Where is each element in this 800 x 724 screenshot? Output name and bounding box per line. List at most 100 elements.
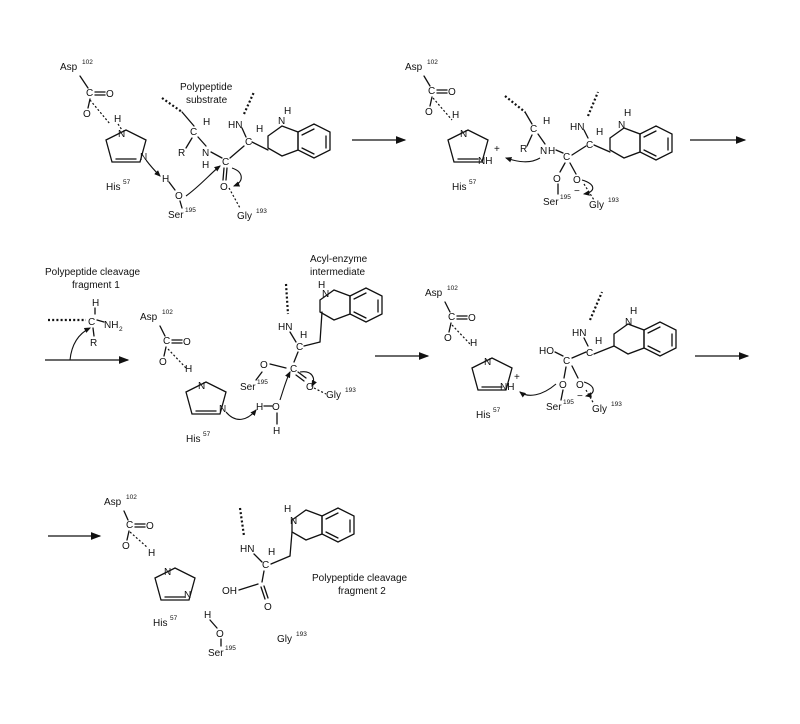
- caption-fragment1-2: fragment 1: [72, 280, 120, 291]
- his-label: His: [153, 618, 167, 629]
- atom-h: H: [114, 114, 121, 125]
- ser-number: 195: [560, 194, 571, 201]
- atom-r: R: [178, 148, 185, 159]
- atom-ho: HO: [539, 346, 554, 357]
- hydrogen-bond-dashed: [89, 99, 111, 125]
- atom-h: H: [185, 364, 192, 375]
- bond-line: [96, 319, 105, 323]
- atom-c: C: [530, 124, 537, 135]
- bond-line: [297, 371, 307, 379]
- atom-hn: HN: [228, 120, 242, 131]
- hydrogen-bond-dashed: [129, 531, 149, 549]
- atom-o: O: [425, 107, 433, 118]
- atom-h: H: [268, 547, 275, 558]
- bond-line: [241, 127, 247, 138]
- atom-o: O: [573, 175, 581, 186]
- atom-h: H: [548, 146, 555, 157]
- electron-push-arrow: [225, 409, 257, 420]
- indole-ring: [319, 287, 383, 323]
- asp-label: Asp: [425, 288, 443, 299]
- electron-push-arrow: [504, 157, 541, 163]
- electron-push-arrow: [299, 371, 317, 387]
- asp-number: 102: [162, 309, 173, 316]
- panel-2: Asp 102 C O O H N NH + His 57 C H R N H …: [405, 59, 673, 211]
- gly-number: 193: [296, 631, 307, 638]
- bond-line: [209, 619, 218, 629]
- caption-acyl-1: Acyl-enzyme: [310, 254, 368, 265]
- atom-o: O: [264, 602, 272, 613]
- atom-nh: NH: [500, 382, 514, 393]
- bond-line: [448, 322, 452, 333]
- atom-n: N: [219, 404, 226, 415]
- atom-h: H: [624, 108, 631, 119]
- atom-c: C: [86, 88, 93, 99]
- atom-c: C: [290, 364, 297, 375]
- atom-n: N: [198, 381, 205, 392]
- hydrogen-bond-dashed: [167, 348, 187, 369]
- atom-o: O: [146, 521, 154, 532]
- asp-label: Asp: [104, 497, 122, 508]
- asp-number: 102: [126, 494, 137, 501]
- caption-fragment2-2: fragment 2: [338, 586, 386, 597]
- panel-4: Asp 102 C O O H N NH + His 57 HO C O Ser…: [425, 285, 677, 421]
- polypeptide-chain-continuation: [586, 91, 600, 117]
- polypeptide-chain-continuation: [588, 291, 604, 321]
- atom-oh: OH: [222, 586, 237, 597]
- atom-o: O: [559, 380, 567, 391]
- ser-label: Ser: [240, 382, 256, 393]
- atom-n: N: [322, 289, 329, 300]
- polypeptide-chain-continuation: [284, 283, 290, 315]
- polypeptide-chain-continuation: [242, 91, 256, 115]
- atom-c: C: [88, 317, 95, 328]
- atom-hn: HN: [240, 544, 254, 555]
- caption-fragment2-1: Polypeptide cleavage: [312, 573, 408, 584]
- polypeptide-chain-continuation: [504, 95, 526, 113]
- bond-line: [270, 555, 291, 565]
- ser-label: Ser: [208, 648, 224, 659]
- atom-n: N: [460, 129, 467, 140]
- atom-h: H: [300, 330, 307, 341]
- ser-label: Ser: [543, 197, 559, 208]
- atom-h: H: [92, 298, 99, 309]
- bond-line: [261, 570, 265, 583]
- his-label: His: [106, 182, 120, 193]
- atom-n: N: [625, 317, 632, 328]
- minus-sign: −: [577, 391, 583, 402]
- atom-o: O: [444, 333, 452, 344]
- electron-push-arrow: [69, 327, 91, 361]
- bond-line: [303, 341, 321, 347]
- polypeptide-chain-continuation: [161, 97, 183, 113]
- bond-line: [238, 583, 259, 591]
- bond-line: [126, 530, 130, 541]
- bond-line: [260, 586, 266, 600]
- atom-o: O: [220, 182, 228, 193]
- atom-h: H: [318, 280, 325, 291]
- atom-o: O: [175, 191, 183, 202]
- atom-nh: NH: [478, 156, 492, 167]
- atom-c: C: [190, 127, 197, 138]
- electron-push-arrow: [145, 159, 161, 177]
- gly-number: 193: [608, 197, 619, 204]
- bond-line: [569, 162, 577, 175]
- atom-hn: HN: [572, 328, 586, 339]
- atom-h: H: [284, 504, 291, 515]
- atom-o: O: [272, 402, 280, 413]
- atom-n: N: [118, 129, 125, 140]
- his-label: His: [186, 434, 200, 445]
- gly-label: Gly: [237, 211, 252, 222]
- atom-c: C: [245, 137, 252, 148]
- bond-line: [289, 531, 293, 557]
- bond-line: [593, 345, 615, 355]
- caption-acyl-2: intermediate: [310, 267, 365, 278]
- bond-line: [225, 167, 228, 181]
- atom-o: O: [468, 313, 476, 324]
- plus-sign: +: [514, 372, 520, 383]
- atom-o: O: [448, 87, 456, 98]
- caption-substrate-2: substrate: [186, 95, 228, 106]
- his-number: 57: [170, 615, 178, 622]
- atom-h: H: [256, 402, 263, 413]
- bond-line: [222, 167, 225, 181]
- atom-h: H: [596, 127, 603, 138]
